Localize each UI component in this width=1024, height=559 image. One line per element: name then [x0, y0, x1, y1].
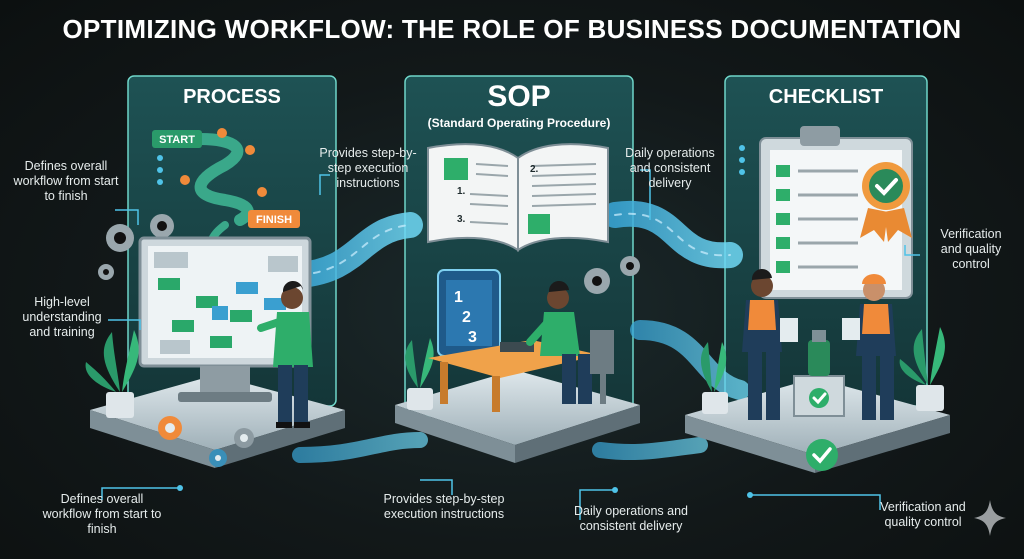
person-inspector-right: [842, 274, 896, 420]
sop-tablet: 1 2 3: [437, 269, 501, 357]
check-circle-icon: [806, 439, 838, 471]
annotation-checklist-right: Verification and quality control: [940, 227, 1002, 271]
person-presenter: [257, 280, 313, 428]
annotation-checklist-top: Daily operations and consistent delivery: [625, 146, 715, 190]
plant-icon: [700, 342, 728, 414]
sop-step-2: 2.: [530, 164, 539, 175]
leader-dots: [157, 145, 753, 498]
person-inspector-left: [742, 268, 798, 420]
annotation-bottom-4: Verification and quality control: [880, 500, 966, 529]
annotation-sop-top: Provides step-by-step execution instruct…: [319, 146, 417, 190]
sop-step-1: 1.: [457, 186, 466, 197]
plant-icon: [405, 338, 434, 410]
annotation-bottom-3: Daily operations and consistent delivery: [574, 504, 688, 533]
product-box: [793, 330, 845, 417]
sop-heading: SOP: [487, 80, 551, 113]
tablet-step-2: 2: [462, 309, 471, 326]
plant-icon: [85, 330, 139, 418]
process-heading: PROCESS: [183, 86, 281, 108]
start-tag: START: [152, 130, 202, 148]
annotation-bottom-2: Provides step-by-step execution instruct…: [383, 492, 505, 521]
gear-icon: [98, 214, 174, 280]
checklist-heading: CHECKLIST: [768, 86, 884, 108]
sop-book: 1. 2. 3.: [427, 143, 609, 252]
annotation-bottom-1: Defines overall workflow from start to f…: [42, 492, 162, 536]
plant-icon: [899, 327, 945, 411]
annotation-process-mid: High-level understanding and training: [22, 295, 102, 339]
sop-subheading: (Standard Operating Procedure): [427, 116, 611, 130]
page-title: OPTIMIZING WORKFLOW: THE ROLE OF BUSINES…: [62, 14, 962, 44]
gear-icon: [584, 256, 640, 294]
annotation-process-top: Defines overall workflow from start to f…: [13, 159, 119, 203]
tablet-step-3: 3: [468, 329, 477, 346]
tablet-step-1: 1: [454, 289, 463, 306]
badge-check-icon: [860, 162, 912, 242]
sparkle-icon: [974, 500, 1006, 536]
finish-tag-label: FINISH: [256, 214, 292, 226]
flow-ribbon: [287, 200, 750, 463]
finish-tag: FINISH: [248, 210, 300, 228]
sop-step-3: 3.: [457, 214, 466, 225]
start-tag-label: START: [159, 134, 195, 146]
leader-lines: [101, 169, 920, 520]
flow-nodes: [180, 128, 267, 197]
gear-icon: [158, 416, 254, 467]
person-writer: [526, 280, 614, 404]
